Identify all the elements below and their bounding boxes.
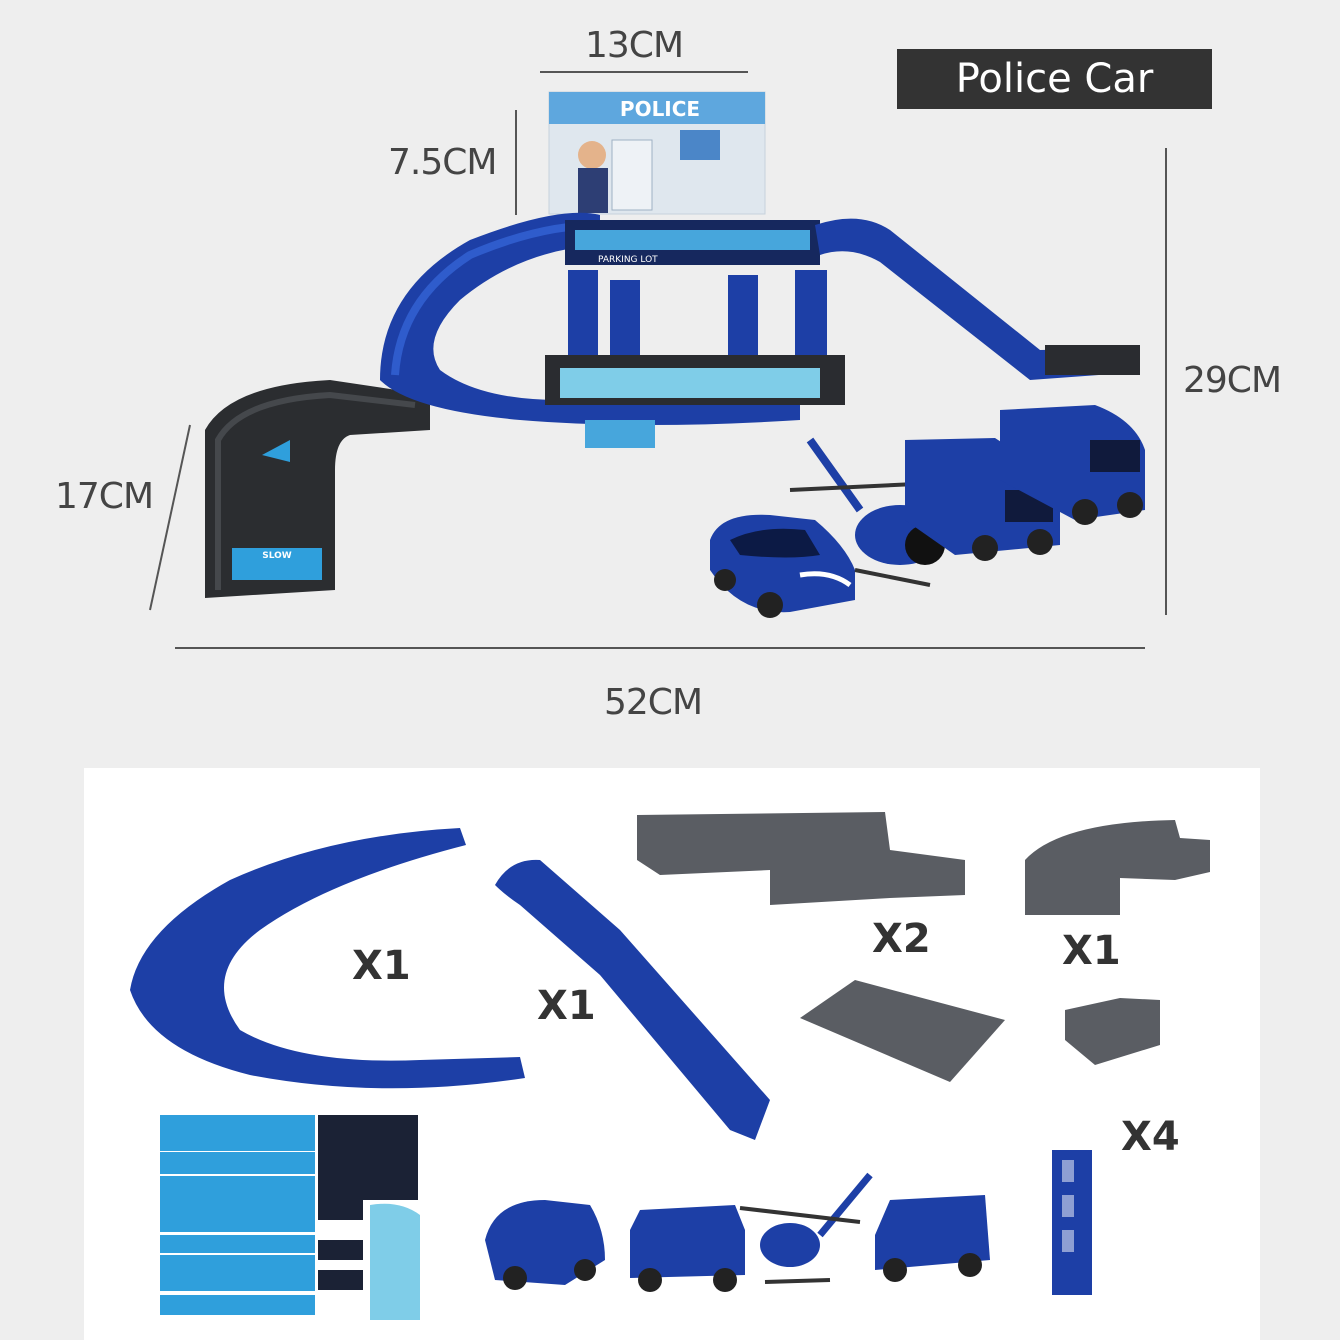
- corner-track-part: [1025, 820, 1210, 915]
- armored-van-toy: [1000, 405, 1145, 525]
- slope-ramp-part: [495, 859, 770, 1140]
- slow-sticker: [232, 548, 322, 580]
- police-car-part: [485, 1200, 605, 1290]
- assembled-playset-illustration: SLOW POLICE PARKING LOT: [149, 71, 1167, 649]
- pillar-quantity: X4: [1121, 1114, 1180, 1160]
- straight-track-part: [800, 980, 1005, 1082]
- police-car-toy: [710, 514, 855, 618]
- sticker-sheet: [160, 1115, 420, 1320]
- slope-ramp-quantity: X1: [537, 983, 596, 1029]
- dimension-line-depth: [149, 424, 191, 611]
- police-sign-text: POLICE: [620, 97, 700, 121]
- arrow-sticker: [262, 440, 290, 462]
- slow-sticker-text: SLOW: [262, 551, 292, 561]
- dimension-top-width: 13CM: [585, 25, 684, 66]
- connector-part: [1065, 998, 1160, 1065]
- curved-ramp-assembled: [380, 212, 800, 425]
- truck-part: [875, 1195, 990, 1282]
- ground-track: [205, 380, 430, 598]
- dimension-depth: 17CM: [55, 476, 154, 517]
- base-plate-part: [637, 812, 965, 905]
- slope-ramp-assembled: [815, 218, 1140, 380]
- upper-deck-sign: PARKING LOT: [598, 255, 658, 265]
- product-title-badge: Police Car: [897, 49, 1212, 109]
- dimension-sign-height: 7.5CM: [388, 142, 497, 183]
- dimension-total-width: 52CM: [604, 682, 703, 723]
- swat-van-part: [630, 1205, 745, 1292]
- dimension-total-height: 29CM: [1183, 360, 1282, 401]
- corner-track-quantity: X1: [1062, 928, 1121, 974]
- curved-ramp-part: [130, 828, 525, 1089]
- curved-ramp-quantity: X1: [352, 943, 411, 989]
- helicopter-part: [739, 1172, 873, 1284]
- base-plate-quantity: X2: [872, 916, 931, 962]
